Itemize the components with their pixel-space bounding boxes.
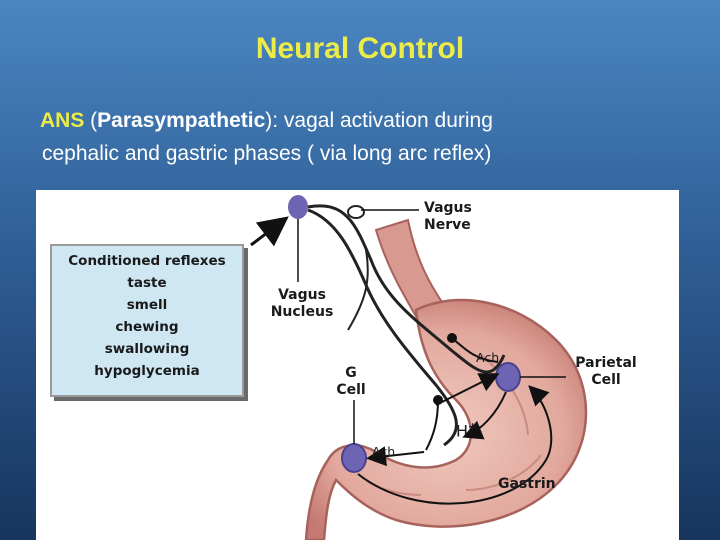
h-plus-label: H+: [456, 420, 477, 440]
vagus-nucleus-label: Vagus Nucleus: [262, 287, 342, 321]
reflex-box-title: Conditioned reflexes: [68, 253, 226, 269]
g-cell-label-line1: G: [345, 365, 357, 381]
reflex-item-hypoglycemia: hypoglycemia: [94, 363, 200, 379]
g-cell: [341, 443, 367, 473]
reflex-item-smell: smell: [126, 297, 168, 313]
h-plus-text: H: [456, 421, 469, 441]
parietal-cell-label: Parietal Cell: [568, 355, 644, 389]
reflex-item-chewing: chewing: [115, 319, 179, 335]
h-plus-superscript: +: [468, 420, 478, 433]
vagus-nucleus-neuron: [288, 195, 308, 219]
gastrin-label: Gastrin: [498, 476, 556, 492]
slide-title: Neural Control: [255, 32, 465, 65]
ans-term: ANS: [40, 109, 85, 132]
stomach-diagram: Conditioned reflexes taste smell chewing…: [36, 190, 679, 540]
vagus-nucleus-label-line1: Vagus: [278, 287, 326, 303]
conditioned-reflexes-box: Conditioned reflexes taste smell chewing…: [50, 244, 244, 397]
reflex-item-swallowing: swallowing: [104, 341, 190, 357]
parietal-cell-label-line2: Cell: [591, 372, 621, 388]
vagus-nerve-label-line1: Vagus: [424, 200, 472, 216]
body-line1-rest: ): vagal activation during: [265, 109, 493, 132]
stomach: [304, 298, 588, 540]
vagus-nerve-label: Vagus Nerve: [424, 200, 472, 234]
vagus-nerve: [307, 204, 506, 374]
body-line2: cephalic and gastric phases ( via long a…: [42, 142, 492, 165]
slide-body-text: ANS (Parasympathetic): vagal activation …: [40, 104, 700, 170]
g-cell-label-line2: Cell: [336, 382, 366, 398]
gastrin-loop: [357, 385, 553, 505]
ach-lower-label: Ach: [372, 444, 396, 459]
parasympathetic-term: Parasympathetic: [97, 109, 266, 132]
parietal-cell-label-line1: Parietal: [575, 355, 637, 371]
paren-open: (: [84, 109, 98, 132]
g-cell-label: G Cell: [326, 365, 376, 399]
stomach-illustration: [250, 195, 588, 540]
vagus-nerve-label-line2: Nerve: [424, 217, 471, 233]
parietal-cell: [495, 362, 521, 392]
reflex-item-taste: taste: [127, 275, 167, 291]
vagus-nucleus-label-line2: Nucleus: [270, 304, 334, 320]
reflex-arrow: [250, 216, 289, 247]
ach-upper-label: Ach: [476, 350, 500, 365]
h-plus-arrow: [462, 391, 507, 440]
